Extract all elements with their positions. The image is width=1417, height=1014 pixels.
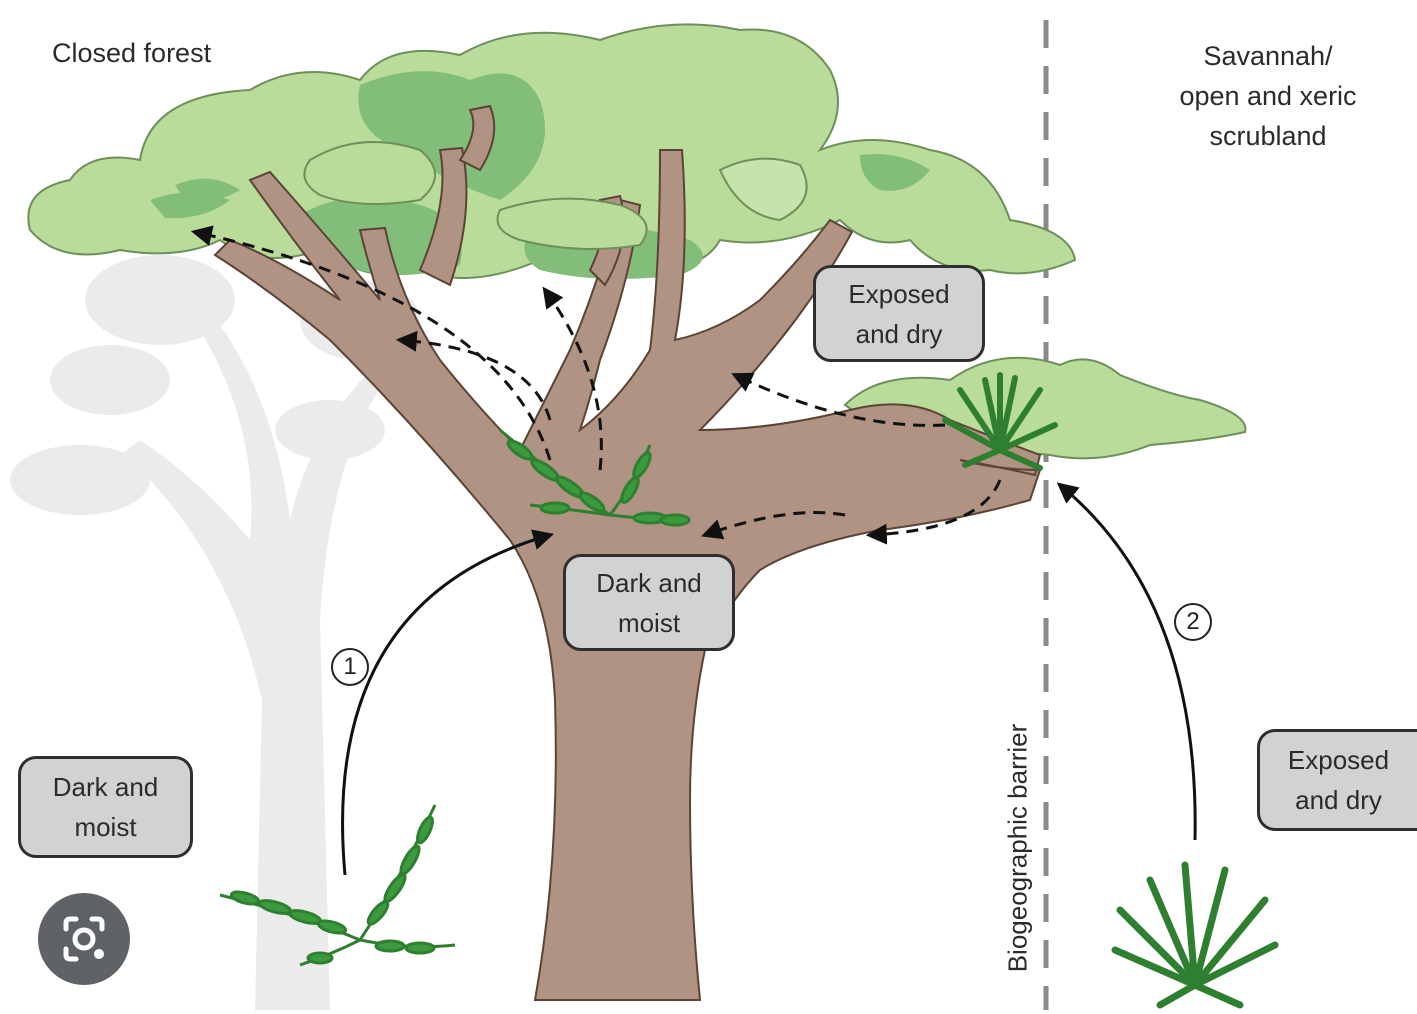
savannah-line-1: Savannah/ <box>1203 41 1333 71</box>
ground-bromeliad <box>1111 861 1279 1009</box>
canopy-box-line-2: and dry <box>855 318 943 349</box>
pathway-1-marker: 1 <box>331 648 369 686</box>
savannah-line-3: scrubland <box>1209 121 1327 151</box>
trunk-condition-box: Dark and moist <box>563 554 735 651</box>
visual-search-button[interactable] <box>38 893 130 985</box>
branch-bromeliad <box>942 372 1058 471</box>
left-ground-condition-box: Dark and moist <box>18 756 193 858</box>
biogeographic-barrier-label: Biogeographic barrier <box>1002 723 1033 973</box>
right-ground-condition-box: Exposed and dry <box>1257 729 1417 831</box>
savannah-line-2: open and xeric <box>1179 81 1357 111</box>
closed-forest-label: Closed forest <box>52 38 212 68</box>
savannah-label: Savannah/ open and xeric scrubland <box>1148 36 1388 156</box>
ground-fern <box>219 804 456 967</box>
canopy-condition-box: Exposed and dry <box>813 265 985 362</box>
right-ground-box-line-2: and dry <box>1295 785 1382 815</box>
solid-arrows <box>341 482 1197 876</box>
left-ground-box-line-2: moist <box>74 812 137 842</box>
left-ground-box-line-1: Dark and <box>52 772 159 802</box>
upper-foliage <box>150 141 648 250</box>
trunk-box-line-1: Dark and <box>596 567 702 598</box>
visual-search-icon <box>63 916 105 962</box>
dashed-arrows <box>190 225 1002 545</box>
canopy-box-line-1: Exposed <box>848 278 950 309</box>
trunk-box-line-2: moist <box>617 607 681 638</box>
pathway-2-marker: 2 <box>1174 603 1212 641</box>
trunk-fern <box>499 428 691 527</box>
right-ground-box-line-1: Exposed <box>1287 745 1390 775</box>
